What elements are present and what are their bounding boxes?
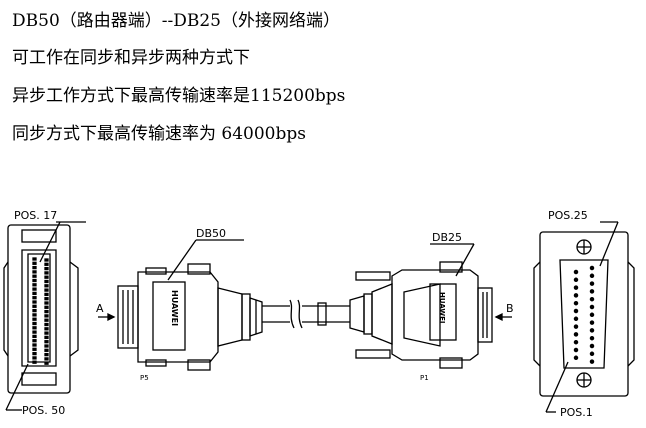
db50-pin [44,344,49,348]
db50-pin [44,309,49,314]
db50-pin [44,297,49,301]
db25-pin [589,335,595,341]
db50-pin [44,340,49,344]
db50-pin [44,271,49,275]
db50-pin [32,360,37,364]
db50-pin [32,334,37,339]
db25-face-view [533,231,635,397]
db25-pin [589,328,595,333]
db25-label: DB25 [432,231,462,244]
db25-pin [589,312,595,318]
db50-pin [44,331,49,335]
db50-pin [44,314,49,318]
db50-pin [32,296,37,300]
db50-pin [32,257,37,261]
db50-pin [44,327,49,331]
brand-right-label: HUAWEI [438,292,446,324]
sync-rate-line: 同步方式下最高传输速率为 64000bps [12,124,306,144]
db25-pin [589,304,595,310]
db25-pin [573,293,579,298]
db25-pin [589,281,595,286]
db50-pin [32,321,37,326]
db50-face-view [3,224,79,394]
db50-pin [32,339,37,343]
db50-pin [44,357,49,361]
db50-pin [32,270,37,274]
db25-pin [573,277,579,283]
db25-pin [573,308,579,314]
db50-pin [44,275,49,279]
db50-pin [32,351,37,356]
db50-pin [32,278,37,283]
db50-pin [32,326,37,330]
db25-pin [573,339,579,345]
db50-pin [32,356,37,360]
db25-pin [573,355,579,361]
p1-label: P1 [420,374,429,382]
db50-pin [32,291,37,296]
db50-pin [44,279,49,284]
db25-pin [589,296,595,302]
db25-pin [589,359,595,364]
db50-label: DB50 [196,227,226,240]
db50-face-pins [32,257,49,365]
db50-pin [44,292,49,297]
db25-pin [573,347,579,353]
db50-pin [44,361,49,365]
title-line: DB50（路由器端）--DB25（外接网络端） [12,11,340,31]
db25-pin [589,320,595,325]
db50-pin [44,322,49,327]
db50-pin [32,274,37,278]
db50-pin [44,284,49,288]
db25-face-pins [573,265,595,364]
db50-pin [32,265,37,270]
db50-pin [44,266,49,271]
db25-pin [573,324,579,329]
p5-label: P5 [140,374,149,382]
db50-pin [32,313,37,317]
pos25-label: POS.25 [548,209,588,222]
mode-line: 可工作在同步和异步两种方式下 [12,48,250,68]
db50-pin [44,258,49,262]
pos1-label: POS.1 [560,406,593,419]
db50-pin [44,301,49,305]
db50-pin [32,343,37,347]
db25-pin [589,343,595,349]
db50-pin [44,318,49,322]
db50-pin [32,347,37,351]
db50-pin [32,300,37,304]
db25-pin [573,316,579,322]
async-rate-line: 异步工作方式下最高传输速率是115200bps [12,86,346,106]
db50-pin [44,262,49,266]
db50-pin [32,283,37,287]
db50-pin [32,287,37,291]
db25-pin [589,289,595,294]
db25-pin [589,265,595,271]
arrow-b-label: B [506,302,514,315]
db50-pin [32,308,37,313]
db25-pin [589,273,595,279]
brand-left-label: HUAWEI [170,290,179,326]
db50-pin [44,335,49,340]
db25-pin [573,332,579,337]
db25-pin [573,269,579,275]
db50-pin [44,288,49,292]
db25-side-view [349,261,493,369]
db50-pin [44,348,49,352]
db50-side-view [117,263,263,371]
cable [262,299,350,329]
db50-pin [32,317,37,321]
pos17-label: POS. 17 [14,209,57,222]
db25-pin [573,300,579,306]
db50-pin [44,352,49,357]
db25-pin [589,351,595,357]
db50-pin [32,304,37,308]
arrow-a-label: A [96,302,104,315]
db50-pin [32,261,37,265]
db25-pin [573,285,579,290]
db50-pin [44,305,49,309]
pos50-label: POS. 50 [22,404,65,417]
db50-pin [32,330,37,334]
